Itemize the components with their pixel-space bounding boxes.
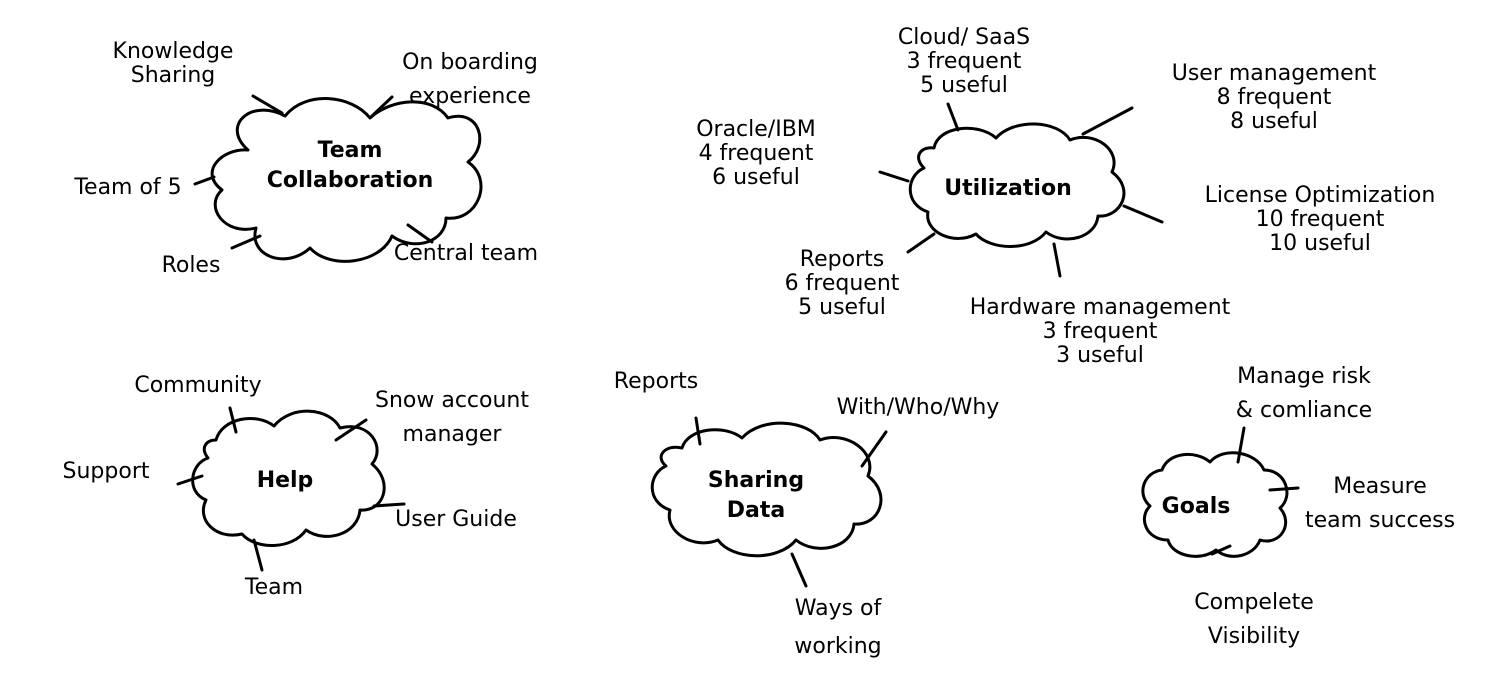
node-hardware-line2: 3 frequent [1042, 319, 1158, 344]
node-manage-risk: Manage risk & comliance [1236, 360, 1372, 428]
node-team-help: Team [244, 575, 304, 600]
hub-utilization: Utilization [944, 176, 1072, 201]
node-measure-line1: Measure [1333, 474, 1427, 499]
spoke-reports-sharing [694, 416, 702, 446]
spoke-hardware [1052, 242, 1062, 278]
node-reports-util-line2: 6 frequent [784, 271, 900, 296]
node-license-line3: 10 useful [1269, 231, 1371, 256]
node-snow-line1: Snow account [375, 388, 529, 413]
spoke-central [406, 223, 434, 244]
hub-team-line2: Collaboration [266, 168, 434, 193]
node-hardware-line3: 3 useful [1056, 343, 1144, 368]
node-team-of-5: Team of 5 [74, 175, 182, 200]
hub-sharing-data: Sharing Data [708, 466, 804, 526]
spoke-team-help [252, 538, 264, 572]
spoke-reports-util [906, 232, 936, 254]
node-user-mgmt-line1: User management [1171, 61, 1377, 86]
spoke-community [228, 406, 238, 434]
node-reports-util-line3: 5 useful [798, 295, 886, 320]
node-measure-line2: team success [1304, 508, 1456, 533]
spoke-snow [334, 418, 368, 442]
node-cloud-line3: 5 useful [920, 73, 1008, 98]
node-hardware-line1: Hardware management [969, 295, 1231, 320]
spoke-knowledge [251, 94, 284, 115]
spoke-with-who-why [860, 430, 888, 468]
node-measure-team-success: Measure team success [1305, 470, 1455, 538]
node-snow-line2: manager [402, 422, 502, 447]
node-user-management: User management 8 frequent 8 useful [1172, 62, 1377, 134]
spoke-measure [1268, 486, 1300, 492]
node-visibility-line2: Visibility [1207, 624, 1301, 649]
cloud-team-collaboration [210, 97, 483, 263]
spoke-user-mgmt [1081, 106, 1134, 136]
node-visibility-line1: Compelete [1194, 590, 1314, 615]
node-oracle-line3: 6 useful [712, 165, 800, 190]
spoke-roles [230, 234, 262, 250]
node-hardware-management: Hardware management 3 frequent 3 useful [970, 296, 1231, 368]
spoke-cloud-saas [946, 102, 960, 132]
node-risk-line1: Manage risk [1237, 364, 1371, 389]
node-with-who-why: With/Who/Why [836, 395, 1000, 420]
node-ways-of-working: Ways of working [794, 590, 881, 666]
cloud-utilization [908, 122, 1126, 248]
node-oracle-ibm: Oracle/IBM 4 frequent 6 useful [696, 118, 816, 190]
spoke-onboarding [370, 95, 394, 118]
node-license-optimization: License Optimization 10 frequent 10 usef… [1205, 184, 1436, 256]
hub-help: Help [256, 468, 314, 493]
node-reports-sharing: Reports [613, 369, 699, 394]
node-ways-line2: working [794, 634, 882, 659]
node-support: Support [62, 459, 150, 484]
spoke-support [176, 474, 204, 486]
node-onboarding: On boarding experience [402, 46, 538, 114]
node-knowledge-sharing: Knowledge Sharing [113, 40, 234, 88]
spoke-visibility [1210, 544, 1232, 556]
node-cloud-saas: Cloud/ SaaS 3 frequent 5 useful [898, 26, 1030, 98]
hub-goals: Goals [1161, 494, 1231, 519]
node-license-line2: 10 frequent [1255, 207, 1385, 232]
node-license-line1: License Optimization [1204, 183, 1436, 208]
node-central-team: Central team [393, 241, 539, 266]
node-ways-line1: Ways of [794, 596, 882, 621]
spoke-user-guide [372, 502, 406, 508]
spoke-ways [790, 552, 808, 588]
node-onboarding-line1: On boarding [402, 50, 538, 75]
node-user-mgmt-line2: 8 frequent [1216, 85, 1332, 110]
cloud-help [191, 409, 386, 547]
spoke-license [1122, 204, 1164, 224]
node-oracle-line2: 4 frequent [698, 141, 814, 166]
hub-sharing-line1: Sharing [707, 468, 805, 493]
node-knowledge-line2: Sharing [130, 63, 216, 88]
cloud-sharing-data [650, 421, 883, 558]
node-risk-line2: & comliance [1235, 398, 1373, 423]
hub-team-line1: Team [317, 138, 383, 163]
node-reports-utilization: Reports 6 frequent 5 useful [785, 248, 900, 320]
node-community: Community [134, 373, 262, 398]
node-cloud-line2: 3 frequent [906, 49, 1022, 74]
node-onboarding-line2: experience [409, 84, 531, 109]
node-cloud-line1: Cloud/ SaaS [897, 25, 1031, 50]
node-user-mgmt-line3: 8 useful [1230, 109, 1318, 134]
node-knowledge-line1: Knowledge [112, 39, 234, 64]
node-oracle-line1: Oracle/IBM [696, 117, 816, 142]
hub-sharing-line2: Data [726, 498, 786, 523]
node-snow-account-manager: Snow account manager [375, 384, 529, 452]
spoke-risk [1236, 426, 1246, 464]
node-user-guide: User Guide [395, 507, 517, 532]
node-reports-util-line1: Reports [799, 247, 885, 272]
node-complete-visibility: Compelete Visibility [1194, 586, 1314, 654]
spoke-team-of-5 [193, 175, 216, 186]
spoke-oracle [878, 170, 910, 183]
node-roles: Roles [161, 253, 221, 278]
hub-team-collaboration: Team Collaboration [267, 136, 434, 196]
cloud-goals [1141, 451, 1289, 558]
